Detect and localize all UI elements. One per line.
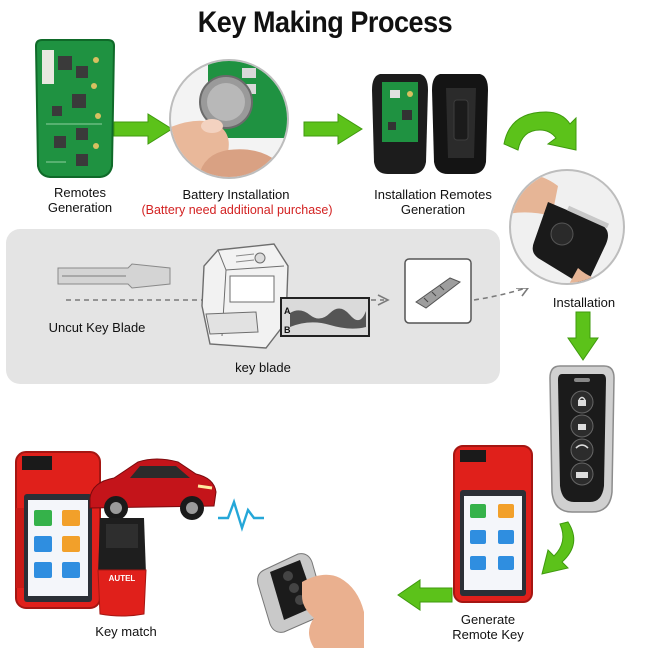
label-remotes-generation: Remotes Generation	[47, 185, 113, 215]
green-arrow-icon	[396, 578, 454, 617]
scanner-tablet-left	[14, 450, 102, 615]
smart-key-fob-image	[546, 362, 618, 521]
obd-dongle-image	[94, 514, 150, 623]
green-arrow-icon	[302, 112, 364, 151]
curved-arrow-icon	[500, 104, 580, 169]
label-key-match: Key match	[95, 624, 157, 639]
green-arrow-icon	[566, 310, 600, 367]
label-key-blade: key blade	[235, 360, 291, 375]
label-battery-installation: Battery Installation	[182, 187, 290, 202]
green-arrow-icon	[112, 112, 174, 151]
blade-zoom-box	[280, 297, 370, 337]
key-cutting-machine-image	[196, 236, 296, 359]
mark-a: A	[284, 306, 291, 316]
red-car-image	[86, 452, 218, 527]
label-uncut-key-blade: Uncut Key Blade	[48, 320, 146, 335]
mark-b: B	[284, 325, 291, 335]
scanner-tablet-right	[452, 444, 534, 609]
label-generate-remote-key: Generate Remote Key	[452, 612, 524, 642]
scanner-brand-label: AUTEL	[108, 574, 136, 583]
signal-zigzag-icon	[216, 496, 266, 537]
opened-remote-shells-image	[368, 70, 494, 178]
page-title: Key Making Process	[197, 6, 453, 39]
remote-pcb-image	[32, 36, 118, 181]
cut-key-blade-image	[404, 258, 472, 324]
curved-arrow-icon	[538, 520, 584, 583]
label-installation-remotes-generation: Installation Remotes Generation	[374, 187, 492, 217]
label-battery-note: (Battery need additional purchase)	[141, 203, 333, 217]
battery-installation-image	[168, 58, 290, 180]
installation-image	[508, 168, 626, 286]
hand-holding-key-image	[254, 552, 366, 653]
uncut-key-blade-image	[56, 262, 172, 297]
label-installation: Installation	[552, 295, 616, 310]
